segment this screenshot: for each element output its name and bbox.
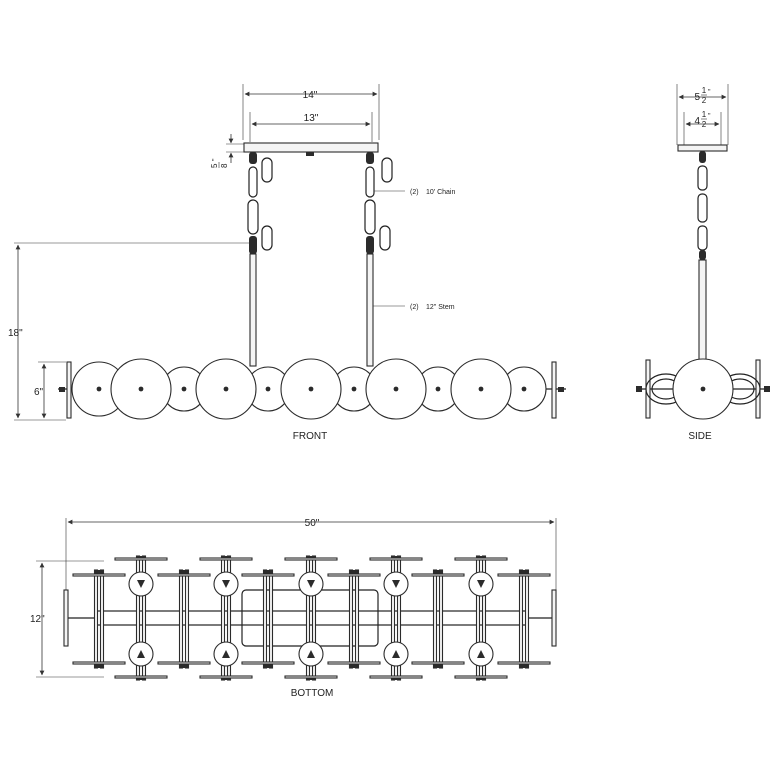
side-canopy-num: 1: [702, 86, 707, 95]
disc-bar-cap: [350, 664, 358, 668]
disc-bar: [268, 569, 274, 669]
disc-bar: [432, 569, 438, 669]
disc-bar-cap: [520, 570, 528, 574]
disc-bar: [99, 569, 105, 669]
stem-qty: (2): [410, 304, 419, 311]
disc-bar-cap: [520, 664, 528, 668]
disc-edge: [114, 557, 168, 561]
canopy-height-num: 5: [210, 163, 219, 168]
canopy-width-dimension: 14": [242, 84, 380, 140]
stem-text: 12" Stem: [426, 304, 455, 311]
right-chain: [364, 152, 393, 254]
disc-bar: [178, 569, 184, 669]
disc-edge: [284, 557, 338, 561]
side-view: 5 1 2 " 4 1 2 ": [636, 84, 770, 442]
disc-bar: [518, 569, 524, 669]
side-canopy-whole: 5: [694, 92, 700, 103]
disc-edge: [199, 557, 253, 561]
disc-edge: [327, 661, 381, 665]
disc-bar-cap: [180, 570, 188, 574]
disc-bar-cap: [95, 570, 103, 574]
side-body: [636, 358, 770, 420]
disc-bar-cap: [264, 570, 272, 574]
mount-width-dimension: 13": [249, 112, 373, 142]
disc-edge: [199, 675, 253, 679]
side-mount-unit: ": [708, 113, 711, 120]
side-mount-num: 1: [702, 110, 707, 119]
disc-edge: [72, 661, 126, 665]
canopy-height-den: 8: [220, 163, 229, 168]
side-canopy-den: 2: [702, 96, 707, 105]
canopy-height-unit: ": [212, 158, 219, 161]
depth-dimension: 12": [30, 560, 104, 678]
disc-edge: [157, 661, 211, 665]
disc-bar: [354, 569, 360, 669]
side-mount-den: 2: [702, 120, 707, 129]
bottom-view: 50" 12" BOTTOM: [30, 518, 557, 699]
bottom-disc-markers: [128, 571, 494, 667]
disc-bar-cap: [434, 664, 442, 668]
disc-edge: [497, 661, 551, 665]
front-view: 14" 13" 5 8 ": [8, 84, 566, 442]
length-label: 50": [305, 518, 320, 529]
disc-edge: [411, 661, 465, 665]
front-glass-discs: [58, 358, 566, 420]
disc-bar-cap: [350, 570, 358, 574]
front-view-label: FRONT: [293, 431, 327, 442]
disc-bar: [93, 569, 99, 669]
disc-bar: [348, 569, 354, 669]
disc-bar-cap: [95, 664, 103, 668]
disc-edge: [327, 573, 381, 577]
disc-edge: [72, 573, 126, 577]
disc-edge: [114, 675, 168, 679]
left-chain: [247, 152, 273, 254]
disc-edge: [241, 573, 295, 577]
chain-qty: (2): [410, 189, 419, 196]
disc-bar-cap: [264, 664, 272, 668]
right-stem: [366, 253, 374, 367]
disc-bar: [262, 569, 268, 669]
side-stem: [698, 259, 707, 365]
disc-bar: [524, 569, 530, 669]
side-chain: [697, 151, 708, 260]
body-height-label: 6": [34, 387, 44, 398]
disc-edge: [369, 675, 423, 679]
disc-bar: [438, 569, 444, 669]
disc-edge: [454, 557, 508, 561]
chain-text: 10' Chain: [426, 189, 455, 196]
canopy-center-hub: [306, 152, 314, 156]
side-view-label: SIDE: [688, 431, 712, 442]
side-canopy-dimension: 5 1 2 ": [676, 84, 729, 145]
depth-label: 12": [30, 614, 45, 625]
front-canopy: [243, 142, 379, 153]
body-height-dimension: 6": [34, 361, 66, 419]
disc-edge: [241, 661, 295, 665]
disc-bar-cap: [180, 664, 188, 668]
canopy-width-label: 14": [303, 90, 318, 101]
left-stem: [249, 253, 257, 367]
bottom-view-label: BOTTOM: [291, 688, 334, 699]
length-dimension: 50": [65, 518, 557, 600]
overall-height-dimension: 18": [8, 242, 250, 421]
overall-height-label: 18": [8, 328, 23, 339]
side-mount-whole: 4: [694, 116, 700, 127]
mount-width-label: 13": [304, 113, 319, 124]
chain-callout: (2) 10' Chain: [374, 189, 455, 196]
disc-edge: [157, 573, 211, 577]
bottom-disc-bars: [72, 555, 551, 681]
side-canopy-unit: ": [708, 89, 711, 96]
side-mount-dimension: 4 1 2 ": [683, 110, 722, 145]
canopy-height-dimension: 5 8 ": [210, 134, 246, 168]
disc-edge: [497, 573, 551, 577]
disc-edge: [284, 675, 338, 679]
disc-edge: [411, 573, 465, 577]
disc-edge: [369, 557, 423, 561]
stem-callout: (2) 12" Stem: [373, 304, 455, 311]
disc-bar-cap: [434, 570, 442, 574]
side-canopy: [677, 144, 728, 152]
disc-edge: [454, 675, 508, 679]
disc-bar: [184, 569, 190, 669]
